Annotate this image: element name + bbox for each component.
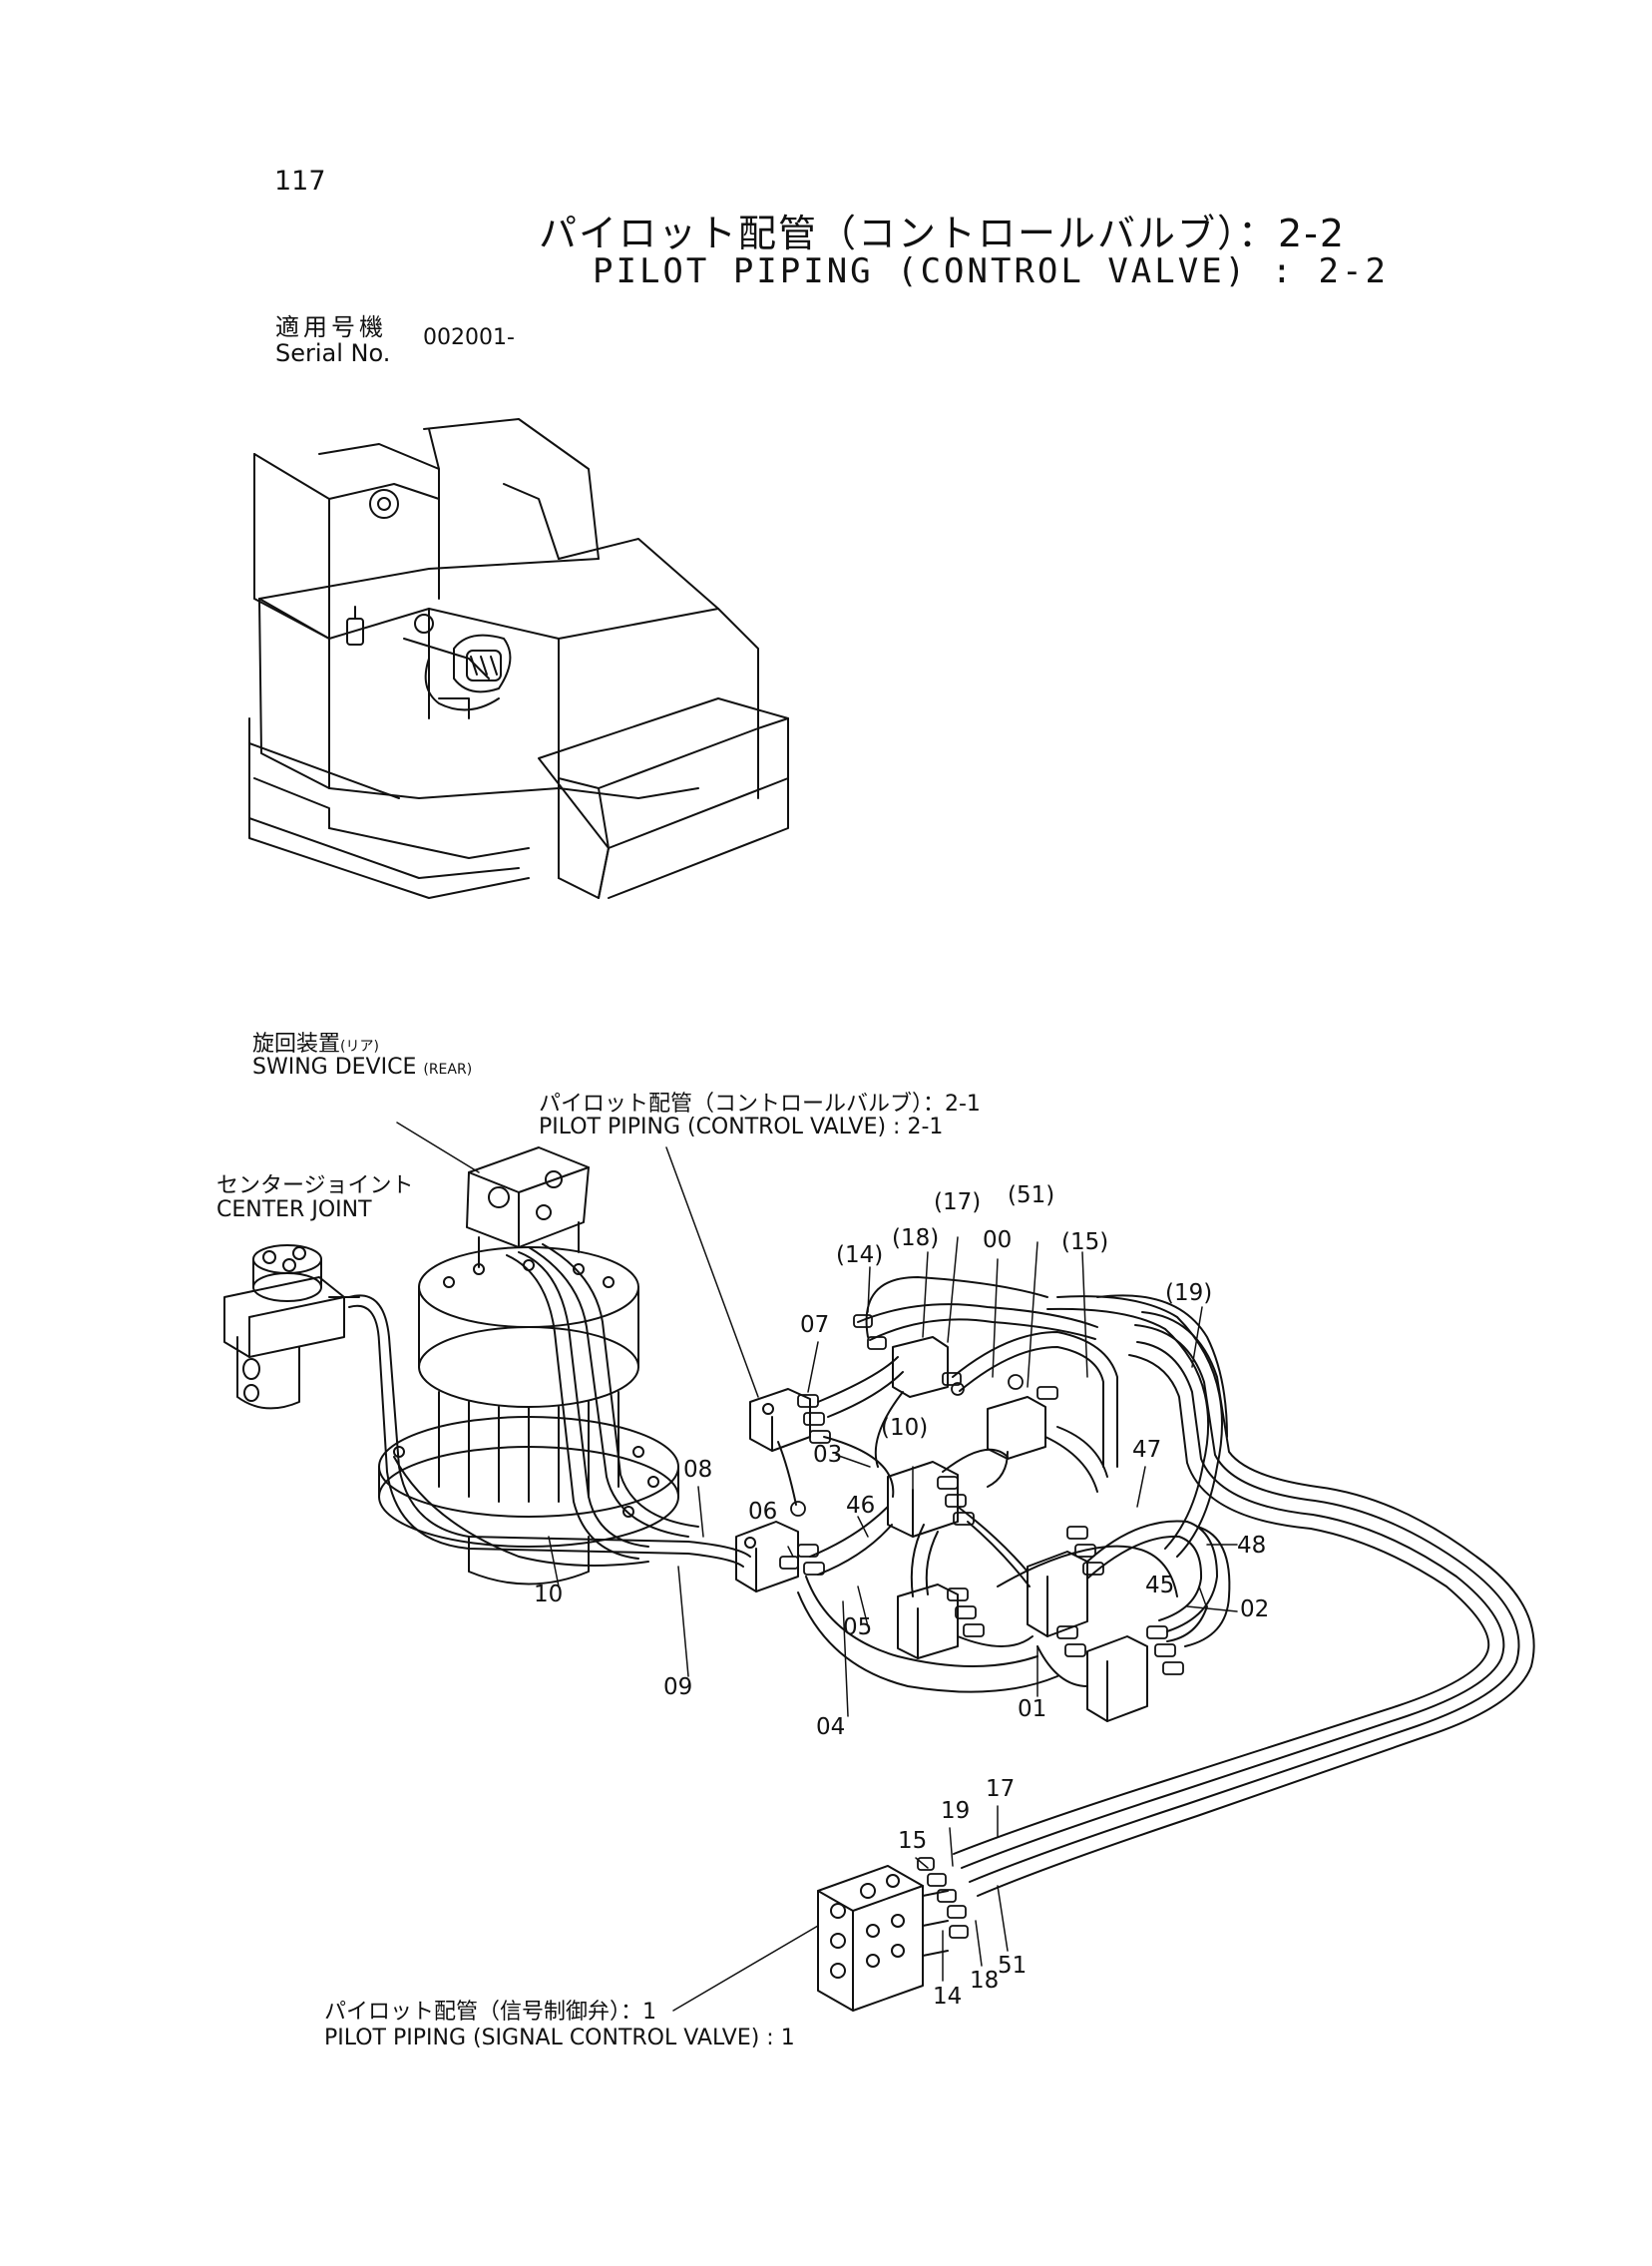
part-label: 45	[1145, 1573, 1175, 1598]
part-label: 47	[1132, 1437, 1162, 1463]
part-label: 48	[1237, 1533, 1267, 1559]
part-label: (14)	[836, 1242, 884, 1268]
callout-center-joint-en: CENTER JOINT	[216, 1197, 372, 1222]
callout-swing-device-en: SWING DEVICE (REAR)	[252, 1055, 473, 1080]
part-label: 10	[534, 1582, 564, 1607]
part-label: (10)	[881, 1415, 929, 1441]
part-label: 05	[843, 1614, 873, 1640]
part-label: 18	[970, 1968, 1000, 1994]
hose-routes	[348, 1243, 1535, 1897]
page-number: 117	[274, 166, 326, 197]
part-label: 01	[1018, 1696, 1047, 1722]
part-label: 09	[663, 1674, 693, 1700]
part-label: 15	[898, 1828, 928, 1854]
part-label: 07	[800, 1312, 830, 1338]
machine-overview-illustration	[248, 418, 789, 899]
callout-pilot-piping-2-1-jp: パイロット配管（コントロールバルブ）：2-1	[539, 1092, 981, 1117]
part-label: 19	[941, 1798, 971, 1824]
part-label: 02	[1240, 1596, 1270, 1622]
part-label: 17	[986, 1776, 1016, 1802]
part-label: 06	[748, 1499, 778, 1525]
callout-swing-device-jp: 旋回装置(リア)	[252, 1032, 379, 1057]
center-joint-illustration	[223, 1244, 360, 1410]
part-label: (17)	[934, 1189, 982, 1215]
part-label: (51)	[1008, 1182, 1055, 1208]
serial-label-en: Serial No.	[275, 339, 391, 367]
callout-signal-control-valve-jp: パイロット配管（信号制御弁）：1	[324, 2000, 656, 2025]
leader-lines	[396, 1122, 1238, 2012]
part-label: (18)	[892, 1225, 940, 1251]
page-title-en: PILOT PIPING (CONTROL VALVE) : 2-2	[593, 251, 1389, 291]
part-label: (15)	[1061, 1229, 1109, 1255]
part-label: 51	[998, 1953, 1028, 1979]
callout-center-joint-jp: センタージョイント	[216, 1173, 414, 1198]
callout-pilot-piping-2-1-en: PILOT PIPING (CONTROL VALVE) : 2-1	[539, 1115, 944, 1139]
control-valve-illustration	[735, 1314, 1184, 1722]
part-label: (19)	[1165, 1280, 1213, 1306]
callout-signal-control-valve-en: PILOT PIPING (SIGNAL CONTROL VALVE) : 1	[324, 2026, 795, 2050]
serial-value: 002001-	[423, 325, 515, 350]
serial-label-jp: 適用号機	[275, 313, 387, 341]
part-label: 04	[816, 1714, 846, 1740]
part-label: 03	[813, 1442, 843, 1468]
part-label: 08	[683, 1457, 713, 1483]
part-label: 46	[846, 1493, 876, 1519]
signal-control-valve-illustration	[817, 1857, 969, 2012]
page-title-jp: パイロット配管（コントロールバルブ）：2-2	[539, 212, 1347, 255]
part-label: 00	[983, 1227, 1013, 1253]
swing-device-illustration	[378, 1146, 679, 1586]
part-label: 14	[933, 1984, 963, 2010]
